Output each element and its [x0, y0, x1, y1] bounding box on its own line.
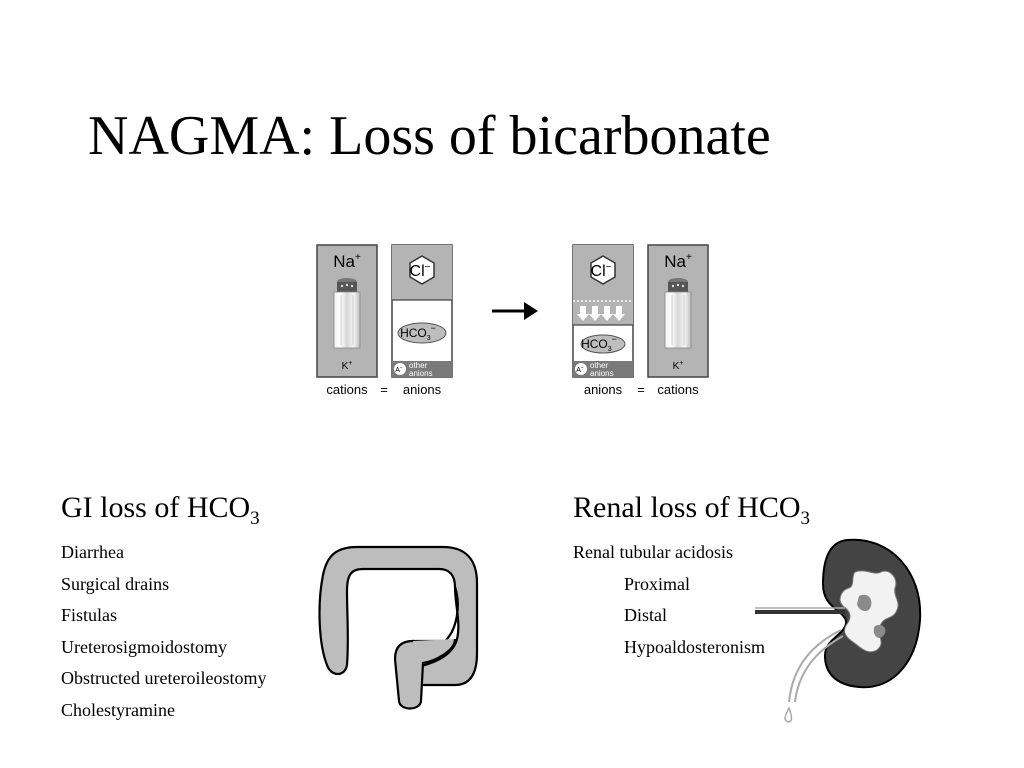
- list-item: Surgical drains: [61, 573, 170, 594]
- before-anions-panel: Cl− HCO3− A− other anions: [391, 244, 453, 378]
- list-item: Proximal: [624, 573, 690, 594]
- before-caption-equals: =: [380, 382, 388, 397]
- list-item: Obstructed ureteroileostomy: [61, 668, 267, 689]
- after-other-anions-line1: other: [590, 361, 609, 370]
- after-caption-equals: =: [637, 382, 645, 397]
- after-other-anion-symbol: A−: [576, 365, 584, 374]
- before-cation-na: Na+: [333, 252, 361, 271]
- salt-shaker-icon: [333, 278, 361, 349]
- bicarbonate-oval-icon: [580, 334, 626, 354]
- slide-title: NAGMA: Loss of bicarbonate: [88, 105, 771, 167]
- list-item: Diarrhea: [61, 542, 124, 562]
- before-cations-panel: Na+ K+: [316, 244, 378, 378]
- intestine-icon: [318, 545, 479, 710]
- list-item: Distal: [624, 605, 667, 626]
- after-cations-panel: Na+ K+: [647, 244, 709, 378]
- down-arrows-icon: [577, 306, 625, 321]
- after-other-anions-line2: anions: [590, 369, 614, 378]
- after-caption-cations: cations: [657, 382, 699, 397]
- gi-heading: GI loss of HCO3: [61, 491, 260, 529]
- before-anion-hco3: HCO3−: [400, 323, 436, 342]
- after-caption-anions: anions: [584, 382, 623, 397]
- after-cation-na: Na+: [664, 252, 692, 271]
- after-anion-hco3: HCO3−: [581, 334, 617, 353]
- chloride-hexagon-icon: [590, 255, 616, 285]
- before-cation-k: K+: [342, 360, 353, 372]
- before-caption-anions: anions: [403, 382, 442, 397]
- before-other-anion-symbol: A−: [395, 365, 403, 374]
- list-item: Fistulas: [61, 605, 118, 626]
- list-item: Cholestyramine: [61, 699, 175, 720]
- list-item: Hypoaldosteronism: [624, 636, 765, 657]
- kidney-icon: [755, 538, 922, 723]
- chloride-hexagon-icon: [409, 255, 435, 285]
- droplet-icon: [784, 706, 793, 723]
- bicarbonate-oval-icon: [397, 322, 447, 344]
- before-anion-cl: Cl−: [410, 262, 431, 280]
- after-cation-k: K+: [673, 360, 684, 372]
- gi-cause-list: Diarrhea Surgical drains Fistulas Ureter…: [61, 542, 266, 732]
- anion-gap-diagram-svg: Na+ K+ Cl− HCO3− A− other anion: [316, 244, 709, 397]
- salt-shaker-icon: [664, 278, 692, 349]
- list-item: Ureterosigmoidostomy: [61, 636, 227, 657]
- before-caption-cations: cations: [326, 382, 368, 397]
- anion-gap-diagram: Na+ K+ Cl− HCO3− A− other anion: [310, 238, 720, 411]
- before-other-anions-line1: other: [409, 361, 428, 370]
- after-anion-cl: Cl−: [591, 262, 612, 280]
- renal-heading: Renal loss of HCO3: [573, 491, 810, 529]
- list-item: Renal tubular acidosis: [573, 542, 733, 562]
- right-arrow-icon: [492, 302, 538, 320]
- renal-cause-list: Renal tubular acidosis Proximal Distal H…: [573, 542, 765, 668]
- after-anions-panel: Cl− HCO3− A− other anions: [572, 244, 634, 378]
- before-other-anions-line2: anions: [409, 369, 433, 378]
